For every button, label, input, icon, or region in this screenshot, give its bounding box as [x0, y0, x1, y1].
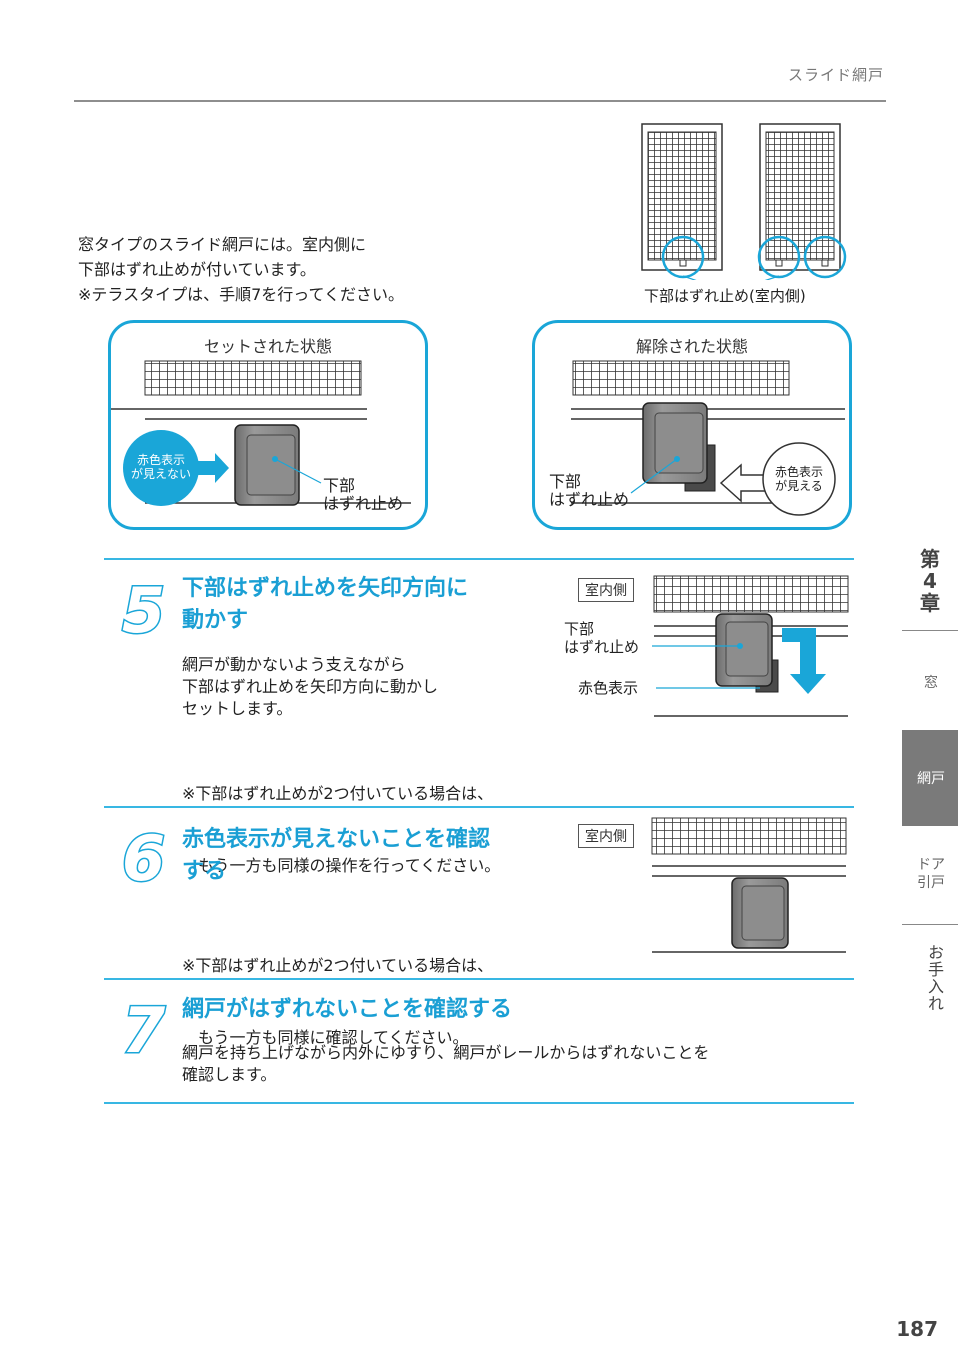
step-number-badge: 5: [121, 574, 167, 638]
intro-line: 下部はずれ止めが付いています。: [78, 260, 316, 279]
bubble-line: が見えない: [130, 467, 191, 481]
side-tab-care[interactable]: お手入れ: [925, 944, 944, 1012]
top-figure-caption: 下部はずれ止め(室内側): [644, 287, 806, 305]
note-line: もう一方も同様の操作を行ってください。: [182, 856, 501, 875]
title-line: 赤色表示が見えないことを確認: [182, 827, 491, 852]
chapter-char: 4: [923, 569, 937, 593]
set-bubble-text: 赤色表示 が見えない: [125, 453, 197, 481]
body-line: 下部はずれ止めを矢印方向に動かし: [182, 677, 439, 696]
callout-released-title: 解除された状態: [635, 337, 748, 356]
step-5-note: ※下部はずれ止めが2つ付いている場合は、 もう一方も同様の操作を行ってください。: [182, 734, 500, 902]
side-tab-screen[interactable]: 網戸: [917, 771, 945, 787]
label-line: 下部: [549, 472, 582, 491]
page-number: 187: [896, 1317, 938, 1341]
title-line: 下部はずれ止めを矢印方向に: [182, 576, 469, 601]
step-divider: [104, 978, 854, 980]
bubble-line: が見える: [775, 479, 823, 493]
released-part-label: 下部 はずれ止め: [549, 473, 629, 509]
step-5-red-label: 赤色表示: [578, 679, 639, 697]
note-line: ※下部はずれ止めが2つ付いている場合は、: [182, 784, 494, 803]
body-line: セットします。: [182, 699, 293, 718]
callout-set-state: セットされた状態 赤色表示 が見えない 下部 はずれ止め: [108, 320, 428, 530]
step-6-title: 赤色表示が見えないことを確認 する: [182, 824, 490, 888]
step-6-number: 6: [122, 822, 165, 886]
released-bubble-text: 赤色表示 が見える: [763, 465, 835, 493]
step-divider: [104, 806, 854, 808]
side-tab-window[interactable]: 窓: [924, 675, 938, 691]
section-title: スライド網戸: [787, 66, 884, 84]
chapter-tab[interactable]: 第 4 章: [902, 548, 958, 614]
step-divider: [104, 558, 854, 560]
intro-line: 窓タイプのスライド網戸には。室内側に: [78, 235, 367, 254]
callout-set-title: セットされた状態: [203, 337, 332, 356]
side-tab-active-bg: [902, 730, 958, 826]
note-line: ※下部はずれ止めが2つ付いている場合は、: [182, 956, 494, 975]
step-5-title: 下部はずれ止めを矢印方向に 動かす: [182, 573, 468, 637]
step-5-body: 網戸が動かないよう支えながら 下部はずれ止めを矢印方向に動かし セットします。: [182, 654, 438, 720]
step-5-illustration: [652, 575, 849, 717]
callout-released-state: 解除された状態 赤色表示 が見える 下部 はずれ止め: [532, 320, 852, 530]
step-5-indoor-tag: 室内側: [578, 578, 634, 602]
body-line: 確認します。: [182, 1065, 277, 1084]
label-line: 下部: [564, 620, 595, 638]
label-line: 下部: [323, 476, 356, 495]
step-6-note: ※下部はずれ止めが2つ付いている場合は、 もう一方も同様に確認してください。: [182, 906, 493, 1074]
chapter-char: 章: [920, 591, 940, 615]
screen-panels-figure: 下部はずれ止め(室内側): [636, 120, 856, 304]
step-7-title: 網戸がはずれないことを確認する: [182, 994, 512, 1026]
title-line: する: [182, 859, 227, 884]
step-6-illustration: [651, 817, 847, 953]
label-line: はずれ止め: [564, 638, 640, 656]
side-tab-divider: [902, 630, 958, 631]
chapter-char: 第: [920, 547, 940, 571]
intro-text: 窓タイプのスライド網戸には。室内側に 下部はずれ止めが付いています。 ※テラスタ…: [78, 232, 404, 307]
side-tab-divider: [902, 924, 958, 925]
set-part-label: 下部 はずれ止め: [323, 477, 403, 513]
step-7-body: 網戸を持ち上げながら内外にゆすり、網戸がレールからはずれないことを 確認します。: [182, 1042, 709, 1086]
title-line: 網戸がはずれないことを確認する: [182, 997, 513, 1022]
step-7-number: 7: [122, 994, 166, 1058]
bubble-line: 赤色表示: [136, 453, 185, 467]
screen-panels-illustration: [641, 123, 847, 291]
bubble-line: 赤色表示: [774, 465, 823, 479]
step-6-indoor-tag: 室内側: [578, 824, 634, 848]
side-tab-door[interactable]: ドア 引戸: [917, 857, 945, 891]
set-state-illustration: [111, 360, 411, 506]
body-line: 網戸が動かないよう支えながら: [182, 655, 406, 674]
body-line: 網戸を持ち上げながら内外にゆすり、網戸がレールからはずれないことを: [182, 1043, 710, 1062]
step-divider: [104, 1102, 854, 1104]
step-5-number: 5: [122, 574, 165, 638]
released-state-illustration: [571, 360, 845, 516]
header-divider: [74, 100, 886, 102]
step-number-badge: 6: [121, 822, 167, 886]
label-line: はずれ止め: [549, 490, 630, 509]
step-5-part-label: 下部 はずれ止め: [564, 620, 639, 656]
title-line: 動かす: [182, 608, 249, 633]
step-number-badge: 7: [121, 994, 168, 1058]
label-line: はずれ止め: [323, 494, 404, 513]
note-line: もう一方も同様に確認してください。: [182, 1028, 469, 1047]
intro-line: ※テラスタイプは、手順7を行ってください。: [78, 285, 404, 304]
